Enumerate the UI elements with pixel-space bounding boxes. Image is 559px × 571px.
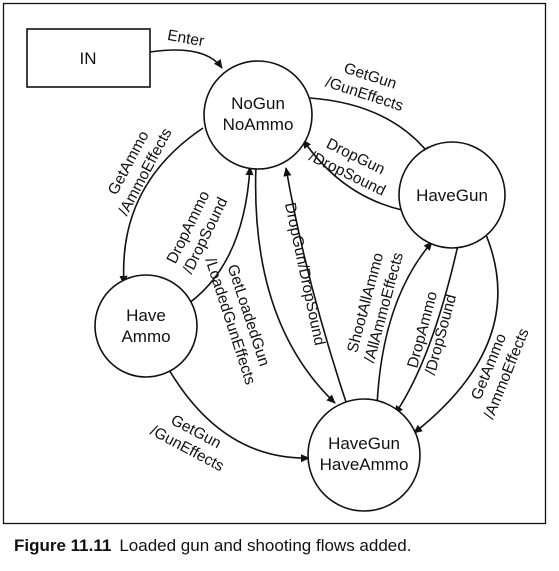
label-getgun-top: GetGun /GunEffects	[323, 60, 405, 115]
state-havegun-haveammo: HaveGun HaveAmmo	[307, 398, 421, 512]
label-shootallammo: ShootAllAmmo /AllAmmoEffects	[344, 251, 407, 365]
edge-getgun-bottom	[167, 367, 310, 463]
state-label-line: HaveGun	[416, 186, 488, 205]
state-label-line: HaveGun	[328, 434, 400, 453]
state-havegun: HaveGun	[398, 141, 506, 249]
state-have-ammo: Have Ammo	[94, 274, 198, 378]
state-label-line: Ammo	[121, 327, 170, 346]
state-label-line: NoGun	[231, 94, 285, 113]
start-box-label: IN	[80, 49, 97, 68]
edge-getammo-left	[119, 127, 204, 285]
caption-text: Loaded gun and shooting flows added.	[119, 536, 412, 555]
label-dropammo-right: DropAmmo /DropSound	[404, 290, 460, 377]
state-label-line: NoAmmo	[223, 115, 294, 134]
state-nogun-noammo: NoGun NoAmmo	[203, 60, 313, 170]
edge-dropgun-mid	[283, 167, 348, 406]
label-dropgun-top: DropGun /DropSound	[306, 135, 388, 199]
figure-number: Figure 11.11	[14, 536, 112, 555]
edge-getgun	[309, 97, 431, 156]
label-getammo-left: GetAmmo /AmmoEffects	[105, 125, 176, 218]
state-label-line: HaveAmmo	[320, 455, 409, 474]
edge-shootallammo	[376, 241, 433, 407]
edge-dropammo-right	[394, 244, 459, 415]
edge-getloadedgun	[254, 164, 336, 404]
edge-getammo-right	[413, 229, 499, 434]
label-dropgun-mid: DropGun/DropSound	[281, 201, 328, 347]
edge-dropgun-top	[302, 139, 403, 211]
label-enter: Enter	[166, 27, 205, 50]
transition-labels: Enter GetGun /GunEffects DropGun /DropSo…	[105, 27, 533, 476]
label-getgun-bottom: GetGun /GunEffects	[147, 412, 226, 476]
edge-enter	[149, 49, 223, 69]
label-dropammo-left: DropAmmo /DropSound	[164, 188, 232, 276]
state-label-line: Have	[126, 306, 166, 325]
edges	[119, 49, 499, 463]
start-box: IN	[26, 28, 151, 88]
edge-dropammo-left	[181, 166, 254, 309]
label-getloadedgun: GetLoadedGun /LoadedGunEffects	[201, 256, 272, 387]
figure-caption: Figure 11.11 Loaded gun and shooting flow…	[14, 536, 411, 556]
figure-border	[2, 2, 547, 525]
